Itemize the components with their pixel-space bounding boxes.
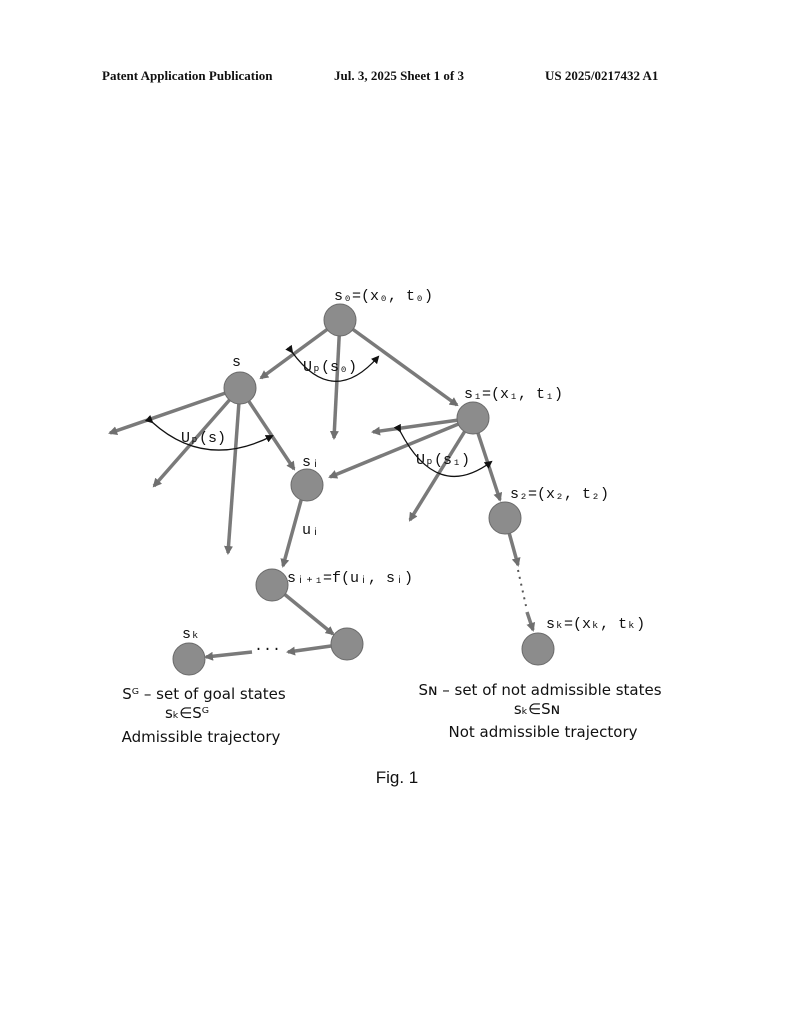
node-sk-left bbox=[172, 642, 206, 676]
edge-s1-downleft bbox=[408, 417, 475, 522]
label-si1: sᵢ₊₁=f(uᵢ, sᵢ) bbox=[287, 570, 413, 587]
branch-captions: Sᴳ – set of goal states sₖ∈Sᴳ Admissible… bbox=[122, 681, 662, 746]
edge-s-down bbox=[224, 387, 242, 555]
label-sk-right: sₖ=(xₖ, tₖ) bbox=[546, 616, 645, 633]
label-up-s1: Uₚ(s₁) bbox=[416, 452, 470, 469]
right-caption-line2: sₖ∈Sɴ bbox=[514, 700, 560, 718]
arc-up-s bbox=[144, 415, 274, 451]
right-caption-line3: Not admissible trajectory bbox=[448, 723, 637, 741]
date-sheet-label: Jul. 3, 2025 Sheet 1 of 3 bbox=[334, 68, 464, 83]
edge-next-dots bbox=[286, 644, 332, 656]
patent-number: US 2025/0217432 A1 bbox=[545, 68, 659, 83]
node-si bbox=[290, 468, 324, 502]
edge-s0-down bbox=[329, 319, 342, 440]
figure-caption: Fig. 1 bbox=[375, 768, 419, 787]
node-next bbox=[330, 627, 364, 661]
page-header: Patent Application Publication Jul. 3, 2… bbox=[0, 68, 794, 88]
label-si: sᵢ bbox=[302, 454, 320, 471]
edge-s-left bbox=[108, 386, 241, 435]
dotted-continuation bbox=[517, 569, 527, 607]
publication-label: Patent Application Publication bbox=[102, 68, 273, 83]
label-s0: s₀=(x₀, t₀) bbox=[334, 288, 433, 305]
node-sk-right bbox=[521, 632, 555, 666]
control-arcs bbox=[144, 344, 493, 477]
arc-up-s1 bbox=[393, 423, 493, 477]
left-caption-line3: Admissible trajectory bbox=[122, 728, 281, 746]
node-s bbox=[223, 371, 257, 405]
left-caption-line2: sₖ∈Sᴳ bbox=[165, 704, 209, 722]
node-s0 bbox=[323, 303, 357, 337]
label-up-s: Uₚ(s) bbox=[181, 430, 226, 447]
label-up-s0: Uₚ(s₀) bbox=[303, 359, 357, 376]
label-s1: s₁=(x₁, t₁) bbox=[464, 386, 563, 403]
label-sk-left: sₖ bbox=[182, 626, 200, 643]
label-s: s bbox=[232, 354, 241, 371]
node-labels: s₀=(x₀, t₀) s Uₚ(s₀) s₁=(x₁, t₁) Uₚ(s) s… bbox=[181, 288, 645, 658]
label-ui: uᵢ bbox=[302, 522, 320, 539]
nodes bbox=[172, 303, 555, 676]
edge-dots-sk bbox=[204, 650, 253, 661]
label-s2: s₂=(x₂, t₂) bbox=[510, 486, 609, 503]
edge-s0-s1 bbox=[338, 318, 459, 407]
edge-dots-sk-right bbox=[525, 611, 536, 632]
node-s2 bbox=[488, 501, 522, 535]
left-caption-line1: Sᴳ – set of goal states bbox=[122, 685, 286, 703]
right-caption-line1: Sɴ – set of not admissible states bbox=[418, 681, 661, 699]
node-si1 bbox=[255, 568, 289, 602]
arc-up-s0 bbox=[285, 344, 380, 382]
label-dots-left: ··· bbox=[254, 641, 281, 658]
node-s1 bbox=[456, 401, 490, 435]
